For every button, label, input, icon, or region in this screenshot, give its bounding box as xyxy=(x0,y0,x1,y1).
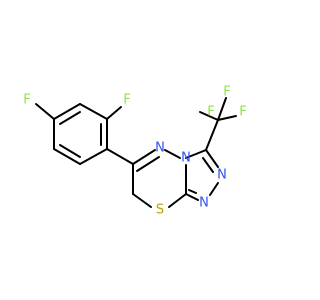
atom-f-para: F xyxy=(23,93,30,108)
bonds xyxy=(35,97,237,208)
bond xyxy=(188,189,197,194)
atom-n1: N xyxy=(217,168,227,183)
bond xyxy=(106,148,134,165)
bond xyxy=(202,157,214,173)
structure-canvas: F F N N N N S F F F xyxy=(23,84,247,218)
atom-n5: N xyxy=(181,151,191,166)
bond xyxy=(205,149,219,168)
bond xyxy=(199,111,219,121)
bond xyxy=(205,119,219,151)
atom-n2: N xyxy=(199,196,209,211)
bond xyxy=(168,193,187,208)
bond xyxy=(53,148,81,165)
atom-f-cf3-left: F xyxy=(207,105,214,120)
atoms: F F N N N N S F F F xyxy=(23,85,246,218)
bond xyxy=(217,115,237,121)
atom-f-cf3-top: F xyxy=(223,85,230,100)
bond xyxy=(217,97,227,121)
bond xyxy=(53,103,81,120)
atom-f-cf3-right: F xyxy=(239,105,246,120)
bond xyxy=(35,103,55,120)
bond xyxy=(79,103,108,120)
bond xyxy=(59,144,81,158)
bond xyxy=(132,193,152,208)
bond xyxy=(132,149,156,165)
atom-s1: S xyxy=(156,203,164,218)
bond xyxy=(185,149,207,159)
bond xyxy=(79,148,108,165)
bond xyxy=(164,149,181,159)
bond xyxy=(136,156,160,172)
molecule-diagram: F F N N N N S F F F xyxy=(23,85,246,218)
bond xyxy=(59,111,81,125)
bond xyxy=(209,182,219,196)
bond xyxy=(185,193,199,201)
atom-f-ortho: F xyxy=(123,93,130,108)
bond xyxy=(106,106,122,120)
atom-n4: N xyxy=(155,141,165,156)
